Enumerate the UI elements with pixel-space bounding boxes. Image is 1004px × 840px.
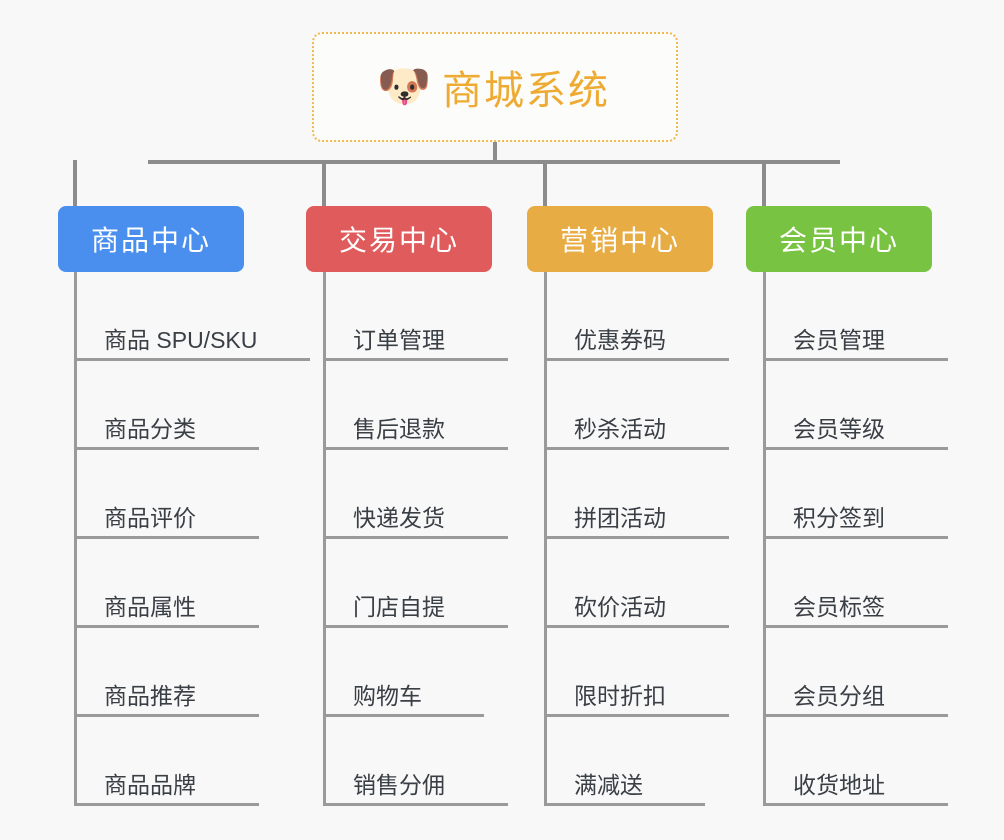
leaf-underline <box>74 714 259 717</box>
leaf-underline <box>544 536 729 539</box>
root-node-shop-system[interactable]: 🐶 商城系统 <box>312 32 678 142</box>
category-label-member-center: 会员中心 <box>778 225 899 256</box>
leaf-item[interactable]: 会员标签 <box>763 539 948 628</box>
leaf-underline <box>323 536 508 539</box>
leaf-label: 商品 SPU/SKU <box>104 326 258 353</box>
leaf-label: 商品分类 <box>104 415 196 442</box>
leaf-underline <box>544 447 729 450</box>
leaf-label: 购物车 <box>353 682 422 709</box>
category-label-product-center: 商品中心 <box>90 225 211 256</box>
leaf-item[interactable]: 商品分类 <box>74 361 259 450</box>
category-box-marketing-center[interactable]: 营销中心 <box>527 206 713 272</box>
leaf-item[interactable]: 销售分佣 <box>323 717 508 806</box>
connector-drop-marketing-center <box>543 160 547 206</box>
leaf-underline <box>74 803 259 806</box>
leaf-label: 会员分组 <box>793 682 885 709</box>
leaf-item[interactable]: 积分签到 <box>763 450 948 539</box>
leaf-item[interactable]: 拼团活动 <box>544 450 729 539</box>
leaf-item[interactable]: 满减送 <box>544 717 705 806</box>
connector-drop-product-center <box>73 160 77 206</box>
leaf-underline <box>323 447 508 450</box>
leaf-label: 门店自提 <box>353 593 445 620</box>
leaf-item[interactable]: 商品推荐 <box>74 628 259 717</box>
leaf-underline <box>763 536 948 539</box>
category-label-trade-center: 交易中心 <box>338 225 459 256</box>
leaf-label: 商品推荐 <box>104 682 196 709</box>
leaf-item[interactable]: 订单管理 <box>323 272 508 361</box>
leaf-label: 满减送 <box>574 771 643 798</box>
connector-spine-member-center <box>763 272 766 806</box>
connector-spine-marketing-center <box>544 272 547 806</box>
leaf-item[interactable]: 收货地址 <box>763 717 948 806</box>
leaf-item[interactable]: 商品属性 <box>74 539 259 628</box>
leaf-underline <box>763 625 948 628</box>
leaf-underline <box>544 714 729 717</box>
leaf-label: 销售分佣 <box>353 771 445 798</box>
leaf-underline <box>763 447 948 450</box>
dog-face-icon: 🐶 <box>376 62 432 111</box>
connector-drop-trade-center <box>322 160 326 206</box>
leaf-item[interactable]: 购物车 <box>323 628 484 717</box>
leaf-item[interactable]: 会员管理 <box>763 272 948 361</box>
leaf-underline <box>763 714 948 717</box>
category-label-marketing-center: 营销中心 <box>559 225 680 256</box>
leaf-item[interactable]: 砍价活动 <box>544 539 729 628</box>
category-box-member-center[interactable]: 会员中心 <box>746 206 932 272</box>
leaf-label: 商品品牌 <box>104 771 196 798</box>
connector-drop-member-center <box>762 160 766 206</box>
connector-spine-trade-center <box>323 272 326 806</box>
leaf-label: 商品属性 <box>104 593 196 620</box>
leaf-label: 会员等级 <box>793 415 885 442</box>
leaf-underline <box>323 714 484 717</box>
leaf-item[interactable]: 门店自提 <box>323 539 508 628</box>
leaf-underline <box>323 803 508 806</box>
connector-spine-product-center <box>74 272 77 806</box>
leaf-item[interactable]: 限时折扣 <box>544 628 729 717</box>
leaf-label: 秒杀活动 <box>574 415 666 442</box>
leaf-label: 拼团活动 <box>574 504 666 531</box>
leaf-underline <box>74 536 259 539</box>
leaf-underline <box>544 625 729 628</box>
leaf-item[interactable]: 商品评价 <box>74 450 259 539</box>
leaf-label: 砍价活动 <box>574 593 666 620</box>
leaf-label: 收货地址 <box>793 771 885 798</box>
root-title: 商城系统 <box>442 69 610 113</box>
leaf-label: 积分签到 <box>793 504 885 531</box>
leaf-underline <box>74 358 310 361</box>
connector-horizontal-bus <box>148 160 840 164</box>
leaf-label: 商品评价 <box>104 504 196 531</box>
leaf-underline <box>544 358 729 361</box>
leaf-item[interactable]: 商品 SPU/SKU <box>74 272 310 361</box>
leaf-underline <box>323 358 508 361</box>
leaf-label: 快递发货 <box>353 504 445 531</box>
leaf-item[interactable]: 快递发货 <box>323 450 508 539</box>
leaf-underline <box>763 358 948 361</box>
leaf-label: 售后退款 <box>353 415 445 442</box>
connector-root-stem <box>493 142 497 162</box>
leaf-item[interactable]: 优惠券码 <box>544 272 729 361</box>
leaf-label: 会员标签 <box>793 593 885 620</box>
category-box-trade-center[interactable]: 交易中心 <box>306 206 492 272</box>
leaf-item[interactable]: 商品品牌 <box>74 717 259 806</box>
leaf-label: 限时折扣 <box>574 682 666 709</box>
leaf-item[interactable]: 会员分组 <box>763 628 948 717</box>
leaf-item[interactable]: 秒杀活动 <box>544 361 729 450</box>
leaf-underline <box>323 625 508 628</box>
leaf-label: 会员管理 <box>793 326 885 353</box>
leaf-item[interactable]: 会员等级 <box>763 361 948 450</box>
category-box-product-center[interactable]: 商品中心 <box>58 206 244 272</box>
leaf-underline <box>763 803 948 806</box>
leaf-label: 优惠券码 <box>574 326 666 353</box>
leaf-underline <box>544 803 705 806</box>
leaf-underline <box>74 625 259 628</box>
leaf-underline <box>74 447 259 450</box>
leaf-label: 订单管理 <box>353 326 445 353</box>
leaf-item[interactable]: 售后退款 <box>323 361 508 450</box>
